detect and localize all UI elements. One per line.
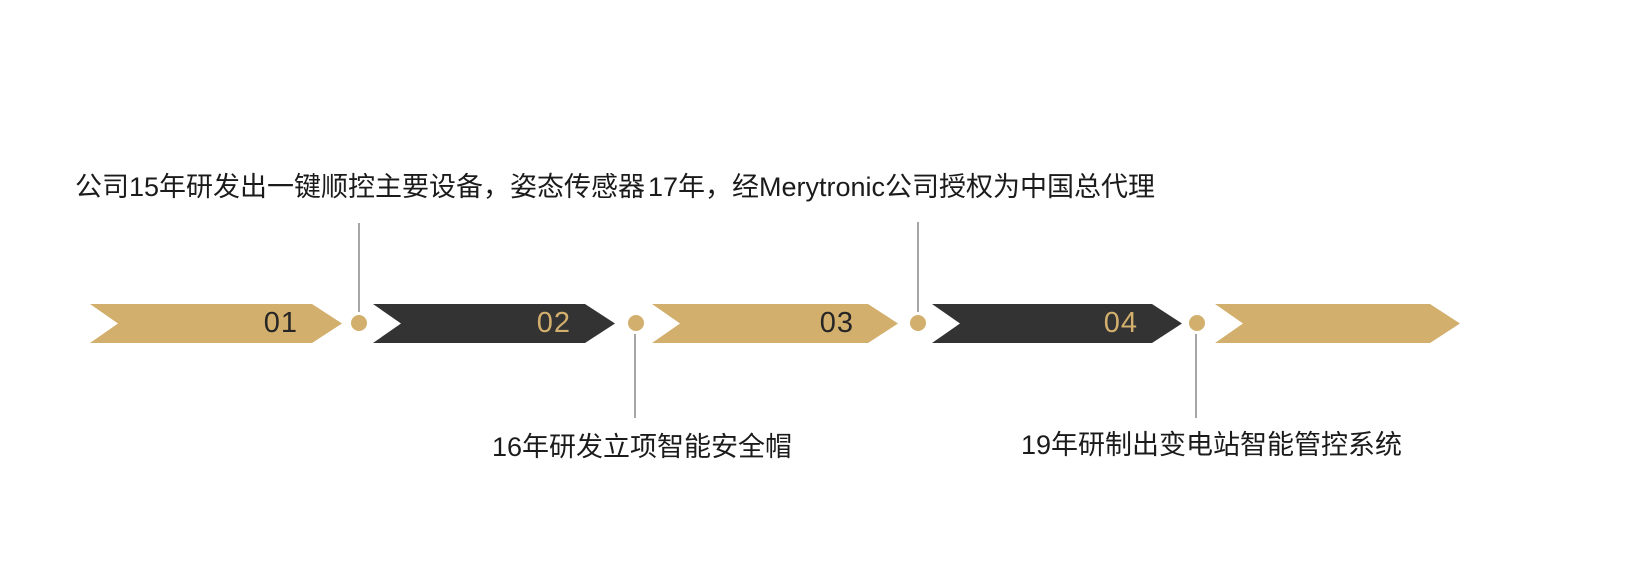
milestone-note-2019: 19年研制出变电站智能管控系统 <box>1021 430 1403 460</box>
step-number-3: 03 <box>819 307 854 339</box>
timeline-dot-1 <box>351 315 367 331</box>
timeline-arrow-step-1: 01 <box>90 304 342 343</box>
timeline-arrow-step-3: 03 <box>652 304 898 343</box>
timeline-arrow-step-4: 04 <box>932 304 1182 343</box>
connector-line-down-2 <box>1195 334 1197 418</box>
step-number-4: 04 <box>1103 307 1138 339</box>
timeline-dot-2 <box>628 315 644 331</box>
timeline-arrow-step-2: 02 <box>373 304 615 343</box>
step-number-2: 02 <box>536 307 571 339</box>
connector-line-up-2 <box>917 222 919 312</box>
milestone-note-2016: 16年研发立项智能安全帽 <box>492 432 793 462</box>
connector-line-down-1 <box>634 334 636 418</box>
timeline-arrow-tail <box>1215 304 1460 343</box>
milestone-note-2017: 17年，经Merytronic公司授权为中国总代理 <box>648 172 1156 202</box>
connector-line-up-1 <box>358 223 360 312</box>
step-number-1: 01 <box>263 307 298 339</box>
timeline-dot-4 <box>1189 315 1205 331</box>
timeline-dot-3 <box>910 315 926 331</box>
milestone-note-2015: 公司15年研发出一键顺控主要设备，姿态传感器 <box>75 172 646 202</box>
